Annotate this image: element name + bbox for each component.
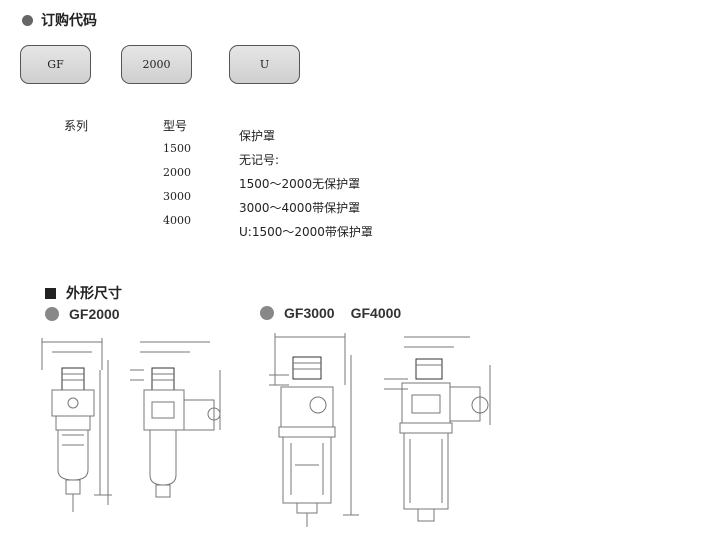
protection-line: 1500～2000无保护罩 <box>239 177 361 191</box>
group2-heading: GF3000 GF4000 <box>260 305 401 321</box>
bullet-icon <box>45 307 59 321</box>
code-box-model-text: 2000 <box>142 58 171 71</box>
model-value: 3000 <box>163 190 191 203</box>
gf3000-gf4000-drawings <box>255 325 515 530</box>
code-box-series: GF <box>20 45 91 84</box>
code-box-protection-text: U <box>259 58 270 71</box>
code-box-model: 2000 <box>121 45 192 84</box>
order-code-title: 订购代码 <box>41 13 97 29</box>
bullet-icon <box>260 306 274 320</box>
group2-title-a: GF3000 <box>284 305 335 321</box>
series-label: 系列 <box>64 119 89 133</box>
protection-title: 保护罩 <box>239 129 276 143</box>
model-value: 4000 <box>163 214 191 227</box>
group2-title-b: GF4000 <box>350 305 402 321</box>
protection-block: 保护罩 无记号: 1500～2000无保护罩 3000～4000带保护罩 U:1… <box>239 124 373 244</box>
model-label: 型号 <box>163 119 188 133</box>
code-box-series-text: GF <box>47 58 64 71</box>
dimensions-title: 外形尺寸 <box>66 286 122 302</box>
dimensions-heading: 外形尺寸 <box>45 283 122 303</box>
protection-line: 无记号: <box>239 153 280 167</box>
gf3000-side-view <box>384 337 490 521</box>
code-box-protection: U <box>229 45 300 84</box>
group1-title: GF2000 <box>69 306 120 322</box>
gf2000-side-view <box>130 342 220 497</box>
protection-line: U:1500～2000带保护罩 <box>239 225 373 239</box>
group1-heading: GF2000 <box>45 306 120 322</box>
gf3000-front-view <box>269 333 359 527</box>
gf2000-drawings <box>30 330 450 530</box>
model-value: 2000 <box>163 166 191 179</box>
order-code-heading: 订购代码 <box>22 10 97 30</box>
gf2000-front-view <box>42 338 112 512</box>
square-bullet-icon <box>45 287 56 299</box>
bullet-icon <box>22 14 33 26</box>
protection-line: 3000～4000带保护罩 <box>239 201 361 215</box>
model-value: 1500 <box>163 142 191 155</box>
